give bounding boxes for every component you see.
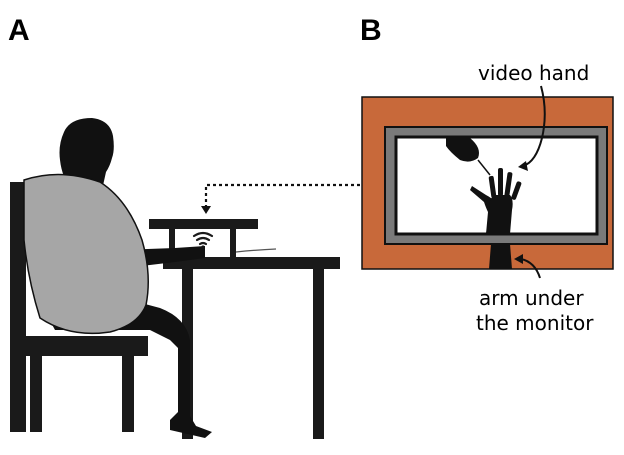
label-video-hand: video hand xyxy=(478,61,589,85)
seated-participant-scene xyxy=(10,118,384,439)
chair xyxy=(10,182,148,432)
monitor-view xyxy=(361,96,614,270)
arm-under-monitor xyxy=(489,244,512,269)
panel-label-b: B xyxy=(360,14,382,47)
experimenter-hand xyxy=(446,138,479,162)
arm-pointer-arrow xyxy=(514,254,541,279)
monitor-box xyxy=(149,219,258,257)
video-hand-pointer-arrow xyxy=(518,85,546,171)
panel-label-a: A xyxy=(8,14,30,47)
label-arm-under-line1: arm under xyxy=(479,286,584,310)
participant-cape xyxy=(23,173,149,335)
video-hand-image xyxy=(470,168,522,234)
pointer-stick xyxy=(477,159,491,176)
label-arm-under-line2: the monitor xyxy=(476,311,594,335)
view-connector-arrow xyxy=(201,183,384,214)
cable xyxy=(235,248,277,253)
